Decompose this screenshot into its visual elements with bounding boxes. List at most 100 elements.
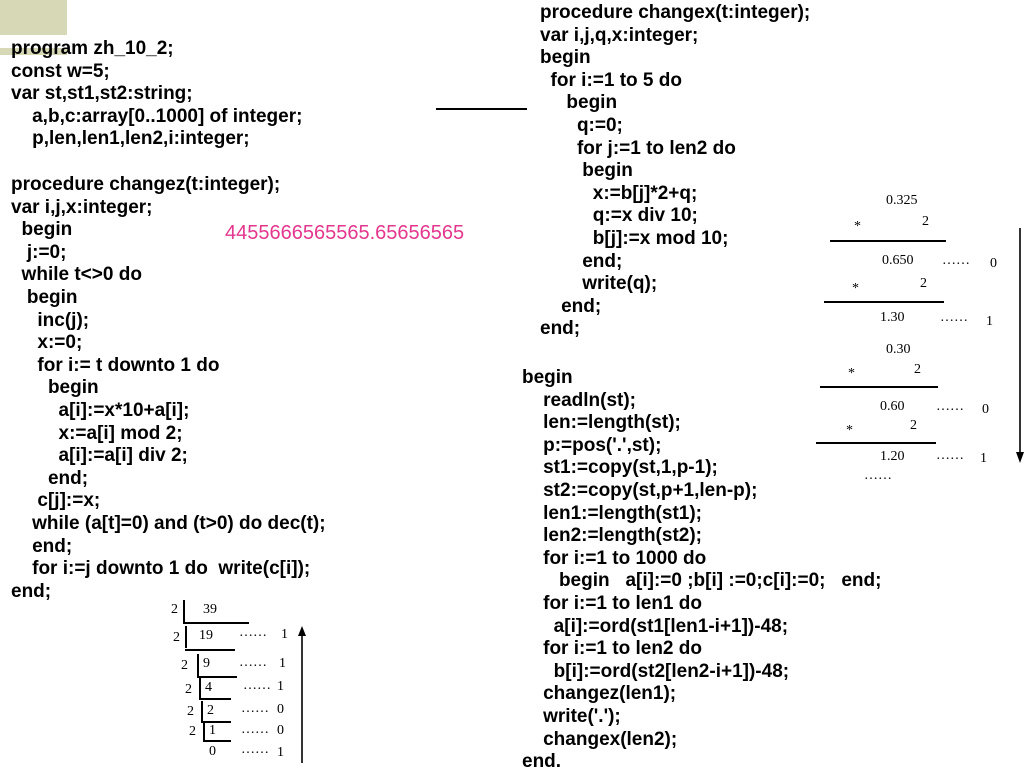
fraction-start: 0.325 <box>886 193 918 208</box>
code-line: for i:=1 to 5 do <box>540 69 682 91</box>
remainder: 1 <box>277 745 284 760</box>
code-line: var st,st1,st2:string; <box>11 83 193 105</box>
code-line: end; <box>11 535 73 557</box>
division-rule <box>203 740 231 742</box>
mult-sign: * <box>854 219 861 234</box>
code-line: for j:=1 to len2 do <box>540 137 736 159</box>
mult-sign: * <box>852 281 859 296</box>
mult-sign: * <box>846 423 853 438</box>
dividend: 19 <box>199 628 213 643</box>
code-line: j:=0; <box>11 241 67 263</box>
code-line: b[j]:=x mod 10; <box>540 227 729 249</box>
code-line: program zh_10_2; <box>11 38 174 59</box>
divisor: 2 <box>171 602 178 617</box>
code-line: write(q); <box>540 273 658 295</box>
code-line: write('.'); <box>522 705 621 727</box>
code-line: begin <box>11 286 78 308</box>
code-line: inc(j); <box>11 309 90 331</box>
code-line: begin <box>11 219 73 241</box>
dots: …… <box>239 655 267 670</box>
code-line: a,b,c:array[0..1000] of integer; <box>11 105 303 127</box>
code-line: len2:=length(st2); <box>522 525 702 547</box>
arrow-down-icon <box>1016 228 1024 463</box>
bit: 0 <box>982 402 989 417</box>
product: 1.30 <box>880 310 905 325</box>
dots: …… <box>936 448 964 463</box>
division-rule <box>201 721 231 723</box>
code-line: readln(st); <box>522 389 637 411</box>
multiplier: 2 <box>910 418 917 433</box>
mult-sign: * <box>848 366 855 381</box>
dots: …… <box>239 625 267 640</box>
code-line: begin a[i]:=0 ;b[i] :=0;c[i]:=0; end; <box>522 570 882 592</box>
division-bracket <box>197 654 199 676</box>
code-line: end; <box>11 467 89 489</box>
program-header-code: program zh_10_2;const w=5;var st,st1,st2… <box>11 38 302 151</box>
dots: …… <box>243 678 271 693</box>
code-line: end. <box>522 751 562 773</box>
code-line: for i:=1 to len1 do <box>522 592 702 614</box>
code-line: end; <box>540 318 581 340</box>
code-line: for i:=1 to len2 do <box>522 638 702 660</box>
dividend: 0 <box>209 744 216 759</box>
code-line: c[j]:=x; <box>11 490 101 512</box>
remainder: 0 <box>277 702 284 717</box>
divisor: 2 <box>189 724 196 739</box>
code-line: end; <box>540 295 602 317</box>
division-rule <box>197 676 237 678</box>
code-line: x:=0; <box>11 332 83 354</box>
product-rule <box>820 386 938 388</box>
bit: 0 <box>990 256 997 271</box>
code-line: st2:=copy(st,p+1,len-p); <box>522 479 758 501</box>
product: 0.60 <box>880 399 905 414</box>
division-bracket <box>185 626 187 648</box>
code-line: for i:= t downto 1 do <box>11 354 220 376</box>
divisor: 2 <box>187 704 194 719</box>
fraction-to-binary-figure: 0.325 * 2 0.650 …… 0 * 2 1.30 …… 1 0.30 … <box>794 180 1018 487</box>
dots: …… <box>936 399 964 414</box>
code-line: x:=a[i] mod 2; <box>11 422 183 444</box>
fill-in-blank-line <box>436 108 527 110</box>
dots: …… <box>940 310 968 325</box>
bit: 1 <box>980 451 987 466</box>
division-rule <box>199 698 231 700</box>
arrow-up-icon <box>298 626 306 763</box>
bit: 1 <box>986 314 993 329</box>
code-line: begin <box>522 367 573 388</box>
dots: …… <box>241 722 269 737</box>
multiplier: 2 <box>914 362 921 377</box>
code-line: changex(len2); <box>522 728 678 750</box>
code-line: b[i]:=ord(st2[len2-i+1])-48; <box>522 660 790 682</box>
code-line: p:=pos('.',st); <box>522 434 662 456</box>
dividend: 4 <box>205 680 212 695</box>
example-number: 4455666565565.65656565 <box>225 222 465 244</box>
dots: …… <box>942 253 970 268</box>
division-rule <box>185 649 235 651</box>
multiplier: 2 <box>922 214 929 229</box>
code-line: procedure changex(t:integer); <box>540 2 811 23</box>
remainder: 0 <box>277 723 284 738</box>
code-line: begin <box>540 47 591 69</box>
code-line: st1:=copy(st,1,p-1); <box>522 457 718 479</box>
code-line: const w=5; <box>11 60 110 82</box>
procedure-changez-code: procedure changez(t:integer);var i,j,x:i… <box>11 174 326 603</box>
divisor: 2 <box>185 682 192 697</box>
code-line: while t<>0 do <box>11 264 142 286</box>
decorative-accent-strip <box>0 48 67 55</box>
code-line: a[i]:=x*10+a[i]; <box>11 399 190 421</box>
procedure-changex-code: procedure changex(t:integer);var i,j,q,x… <box>540 2 810 341</box>
division-rule <box>183 622 249 624</box>
product-rule <box>824 301 944 303</box>
remainder: 1 <box>279 656 286 671</box>
code-line: a[i]:=ord(st1[len1-i+1])-48; <box>522 615 789 637</box>
main-program-code: begin readln(st); len:=length(st); p:=po… <box>522 367 881 774</box>
code-line: for i:=1 to 1000 do <box>522 547 707 569</box>
decorative-accent-box <box>0 0 67 35</box>
code-line: a[i]:=a[i] div 2; <box>11 445 188 467</box>
fraction-intermediate: 0.30 <box>886 342 911 357</box>
remainder: 1 <box>277 679 284 694</box>
divisor: 2 <box>173 630 180 645</box>
code-line: var i,j,x:integer; <box>11 196 153 218</box>
code-line: len1:=length(st1); <box>522 502 702 524</box>
remainder: 1 <box>281 627 288 642</box>
